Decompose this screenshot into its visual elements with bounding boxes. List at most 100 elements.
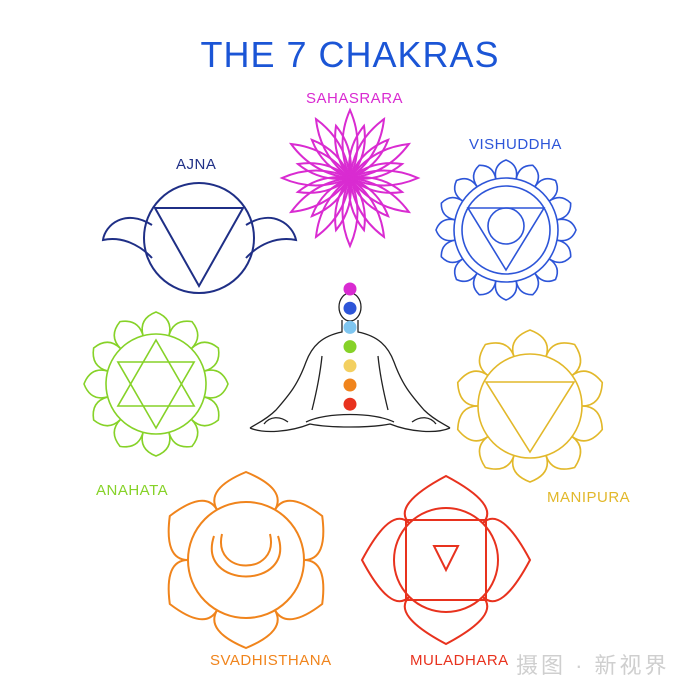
sahasrara-petal xyxy=(310,177,351,218)
svadhisthana-petal xyxy=(274,499,325,561)
muladhara-petal xyxy=(360,517,410,603)
sahasrara-symbol xyxy=(279,107,421,249)
vishuddha-symbol xyxy=(435,159,577,301)
sahasrara-petal xyxy=(349,169,421,187)
sahasrara-petal xyxy=(349,176,405,194)
sahasrara-petal xyxy=(341,177,359,249)
vishuddha-petal xyxy=(494,159,518,180)
svadhisthana-petal xyxy=(274,559,325,621)
manipura-petal xyxy=(545,342,582,377)
sahasrara-petal xyxy=(349,177,390,218)
svadhisthana-symbol xyxy=(167,470,325,650)
anahata-petal xyxy=(204,369,229,399)
anahata-petal xyxy=(83,369,108,399)
sahasrara-center xyxy=(345,173,355,183)
chakra-dots xyxy=(343,282,357,411)
label-ajna: AJNA xyxy=(176,156,217,173)
anahata-petal xyxy=(92,396,122,427)
manipura-petal xyxy=(478,342,515,377)
sahasrara-petal xyxy=(310,138,351,179)
label-vishuddha: VISHUDDHA xyxy=(469,136,562,153)
sahasrara-petal xyxy=(279,169,351,187)
manipura-petal xyxy=(571,405,604,442)
sahasrara-petal xyxy=(288,142,351,179)
vishuddha-petal xyxy=(494,280,518,301)
sahasrara-petal xyxy=(349,177,412,214)
vishuddha-petal xyxy=(534,177,559,202)
muladhara-petal xyxy=(403,596,489,646)
manipura-petal xyxy=(545,435,582,470)
label-manipura: MANIPURA xyxy=(547,489,631,506)
vishuddha-petal xyxy=(472,164,497,188)
vishuddha-petal xyxy=(435,218,456,242)
vishuddha-petal xyxy=(453,258,478,283)
anahata-petal xyxy=(141,311,171,336)
vishuddha-petal xyxy=(548,196,572,221)
chakra-dot-vishuddha xyxy=(343,301,357,315)
label-anahata: ANAHATA xyxy=(96,482,169,499)
vishuddha-circle xyxy=(461,185,551,275)
label-sahasrara: SAHASRARA xyxy=(306,90,404,107)
vishuddha-petal xyxy=(440,196,464,221)
muladhara-petal xyxy=(482,517,532,603)
manipura-symbol xyxy=(456,329,604,483)
label-muladhara: MULADHARA xyxy=(410,652,509,669)
sahasrara-petal xyxy=(349,116,386,179)
vishuddha-inner-circle xyxy=(487,207,525,245)
anahata-petal xyxy=(113,320,144,350)
anahata-petal xyxy=(168,320,199,350)
anahata-petal xyxy=(190,396,220,427)
chakra-dot-muladhara xyxy=(343,397,357,411)
svadhisthana-crescent-inner xyxy=(220,533,272,567)
vishuddha-petal xyxy=(515,164,540,188)
anahata-petal xyxy=(113,418,144,448)
chakra-dot-ajna xyxy=(343,320,357,334)
anahata-petal xyxy=(141,432,171,457)
manipura-petal xyxy=(456,405,489,442)
anahata-petal xyxy=(190,341,220,372)
sahasrara-petal xyxy=(349,138,390,179)
sahasrara-petal xyxy=(314,177,351,240)
svadhisthana-petal xyxy=(213,470,279,511)
chakra-dot-sahasrara xyxy=(343,282,357,296)
chakra-dot-manipura xyxy=(343,359,357,373)
sahasrara-petal xyxy=(288,177,351,214)
sahasrara-petal xyxy=(314,116,351,179)
sahasrara-petal xyxy=(334,123,352,179)
sahasrara-petal xyxy=(348,123,366,179)
muladhara-petal xyxy=(403,474,489,524)
sahasrara-petal xyxy=(295,162,351,180)
anahata-petal xyxy=(168,418,199,448)
vishuddha-petal xyxy=(548,239,572,264)
vishuddha-petal xyxy=(472,272,497,296)
label-svadhisthana: SVADHISTHANA xyxy=(210,652,332,669)
sahasrara-petal xyxy=(349,177,386,240)
manipura-triangle xyxy=(484,381,576,454)
chakra-dot-svadhisthana xyxy=(343,378,357,392)
meditating-figure xyxy=(249,292,451,433)
sahasrara-petal xyxy=(349,142,412,179)
svadhisthana-petal xyxy=(167,559,218,621)
manipura-petal xyxy=(511,329,549,357)
ajna-symbol xyxy=(101,182,298,294)
vishuddha-outer-circle xyxy=(453,177,559,283)
vishuddha-petal xyxy=(453,177,478,202)
page-title: THE 7 CHAKRAS xyxy=(200,34,500,75)
vishuddha-petal xyxy=(515,272,540,296)
svadhisthana-crescent-outer xyxy=(210,535,282,578)
sahasrara-petal xyxy=(295,176,351,194)
vishuddha-petal xyxy=(534,258,559,283)
anahata-circle xyxy=(105,333,207,435)
muladhara-square xyxy=(405,519,487,601)
manipura-circle xyxy=(477,353,583,459)
watermark: 摄图 · 新视界 xyxy=(516,653,670,678)
svadhisthana-petal xyxy=(213,609,279,650)
vishuddha-triangle xyxy=(466,207,546,272)
manipura-petal xyxy=(511,455,549,483)
anahata-triangle-up xyxy=(116,338,196,407)
anahata-symbol xyxy=(83,311,229,457)
manipura-petal xyxy=(571,370,604,407)
chakra-dot-anahata xyxy=(343,340,357,354)
vishuddha-petal xyxy=(556,218,577,242)
